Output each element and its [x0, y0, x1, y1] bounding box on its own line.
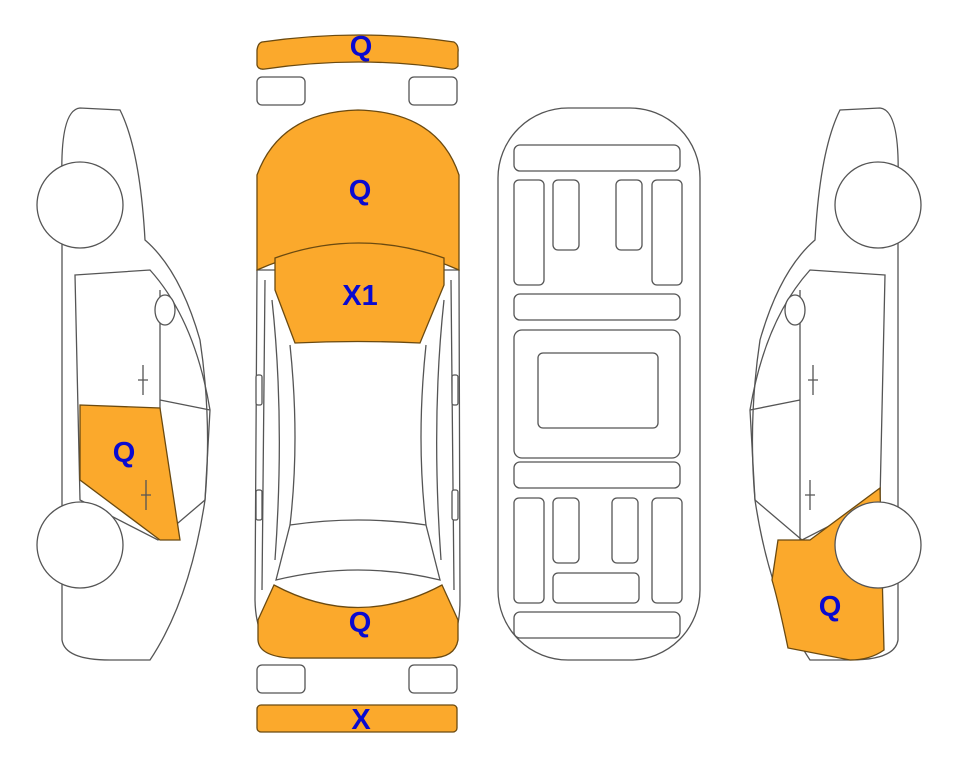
left-rear-door-label: Q — [113, 437, 136, 469]
trunk-label: Q — [349, 607, 372, 639]
left-side-view: Q — [36, 107, 211, 661]
rear-bumper-label: X — [351, 704, 371, 736]
right-front-wheel — [834, 161, 922, 249]
right-rear-wheel — [834, 501, 922, 589]
front-bumper-label: Q — [350, 31, 373, 63]
right-rear-quarter-label: Q — [819, 591, 842, 623]
right-side-view: Q — [749, 107, 922, 661]
rear-bumper-zone[interactable] — [256, 704, 458, 733]
left-rear-door-zone[interactable] — [79, 404, 181, 541]
front-bumper-zone[interactable] — [256, 34, 459, 70]
left-headlight — [256, 76, 306, 106]
underside-view — [497, 107, 701, 661]
trunk-zone[interactable] — [257, 584, 459, 659]
left-front-wheel — [36, 161, 124, 249]
top-view: Q Q X1 Q X — [254, 31, 461, 736]
hood-label: Q — [349, 175, 372, 207]
left-rear-wheel — [36, 501, 124, 589]
right-headlight — [408, 76, 458, 106]
right-taillight — [408, 664, 458, 694]
windshield-zone[interactable] — [274, 242, 445, 344]
windshield-label: X1 — [342, 280, 377, 312]
left-taillight — [256, 664, 306, 694]
